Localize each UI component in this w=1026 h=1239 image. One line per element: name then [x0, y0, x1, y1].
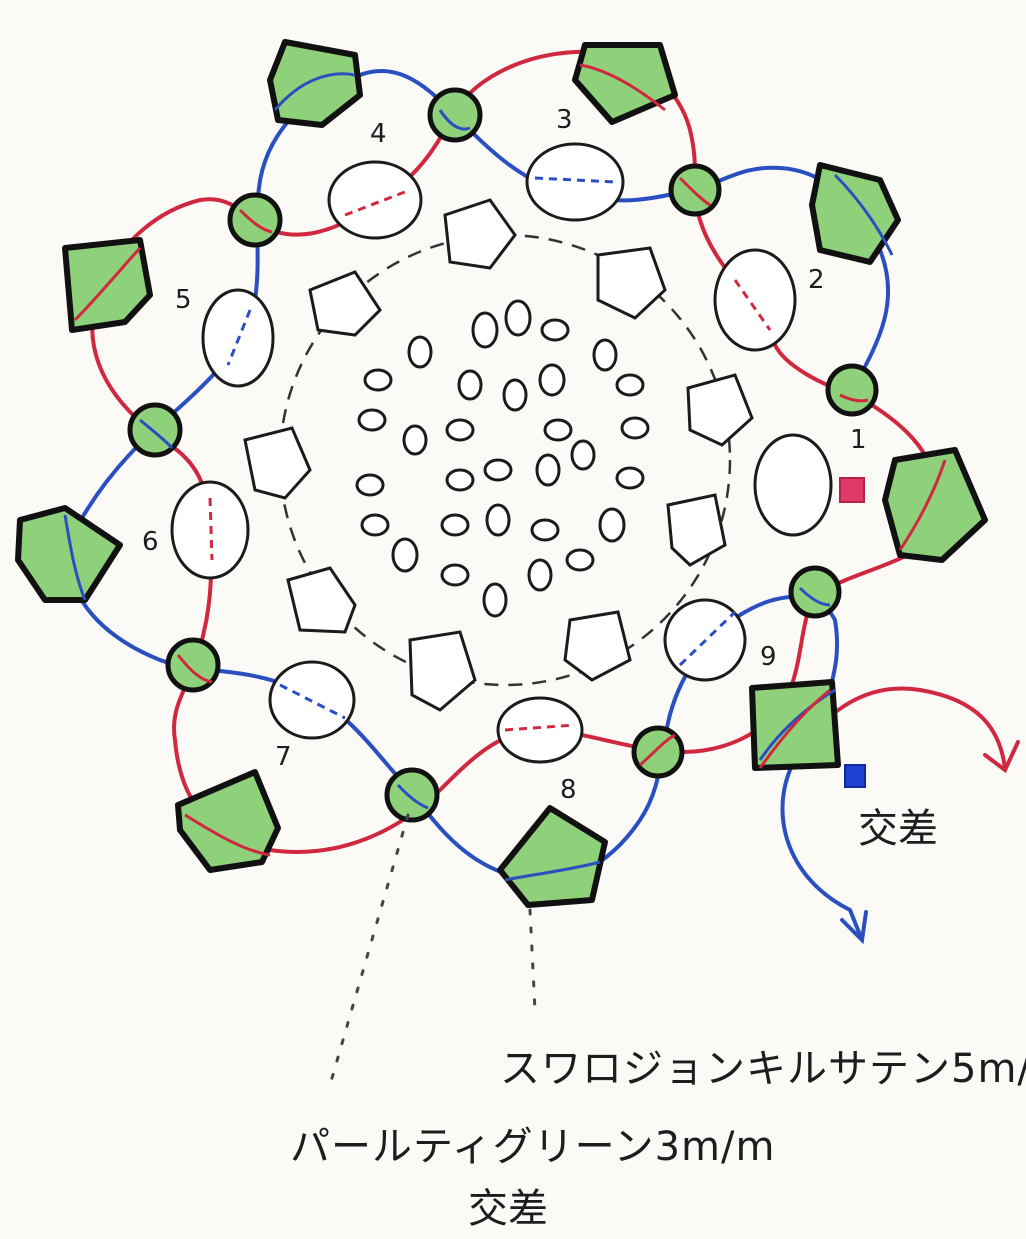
crossing-label: 交差: [858, 806, 938, 852]
crossing-label-bottom: 交差: [468, 1186, 548, 1232]
crystal-bead-4: [329, 162, 421, 238]
seed-bead: [362, 515, 388, 535]
pearl-bead: [230, 195, 280, 245]
seed-bead: [365, 370, 391, 390]
seed-bead: [506, 301, 530, 335]
seed-bead: [542, 320, 568, 340]
green-crystal: [500, 808, 605, 905]
crystal-bead-5: [203, 290, 273, 386]
seed-bead: [532, 520, 558, 540]
crystal-bead-7: [270, 662, 354, 738]
white-bead: [445, 200, 515, 268]
pearl-bead: [387, 770, 437, 820]
leader-line-crystal: [530, 910, 535, 1010]
seed-bead: [442, 515, 468, 535]
pearl-bead: [430, 90, 480, 140]
seed-bead: [447, 420, 473, 440]
number-label: 6: [142, 527, 159, 557]
white-bead: [668, 495, 725, 565]
crystal-bead-1: [755, 435, 864, 535]
number-label: 5: [175, 285, 192, 315]
white-bead: [598, 248, 665, 318]
seed-bead: [484, 584, 506, 616]
leader-line-pearl: [330, 815, 408, 1085]
seed-bead: [540, 365, 564, 395]
leader-lines: [330, 815, 535, 1085]
pearl-bead: [828, 366, 876, 414]
number-label: 8: [560, 775, 577, 805]
crystal-bead-2: [715, 250, 795, 350]
seed-bead: [622, 418, 648, 438]
seed-bead: [617, 468, 643, 488]
blue-thread-exit: [783, 770, 861, 935]
seed-beads: [357, 301, 648, 616]
seed-bead: [409, 337, 431, 367]
seed-bead: [485, 460, 511, 480]
crystal-bead-3: [527, 144, 623, 220]
end-marker-icon: [845, 765, 865, 787]
white-bead: [410, 632, 475, 710]
number-label: 4: [370, 119, 387, 149]
crystal-bead-9: [665, 600, 745, 680]
seed-bead: [447, 470, 473, 490]
seed-bead: [442, 565, 468, 585]
seed-bead: [359, 410, 385, 430]
white-bead: [565, 612, 630, 680]
white-bead: [288, 568, 355, 632]
start-marker-icon: [840, 478, 864, 502]
seed-bead: [504, 380, 526, 410]
seed-bead: [594, 340, 616, 370]
pearl-bead: [791, 568, 839, 616]
seed-bead: [617, 375, 643, 395]
seed-bead: [473, 313, 497, 347]
green-crystal: [270, 42, 360, 125]
seed-bead: [537, 455, 559, 485]
green-crystal: [18, 508, 120, 600]
number-label: 2: [808, 265, 825, 295]
seed-bead: [459, 371, 481, 399]
seed-bead: [487, 505, 509, 535]
crystal-bead-6: [172, 482, 248, 578]
seed-bead: [393, 539, 417, 571]
number-label: 1: [850, 425, 867, 455]
pearl-bead: [671, 166, 719, 214]
pearl-label: パールティグリーン3m/m: [290, 1124, 775, 1170]
crystal-label: スワロジョンキルサテン5m/m: [500, 1046, 1026, 1092]
number-label: 7: [275, 742, 292, 772]
crystal-bead-8: [498, 698, 582, 762]
seed-bead: [529, 560, 551, 590]
number-label: 3: [556, 105, 573, 135]
seed-bead: [567, 550, 593, 570]
seed-bead: [404, 426, 426, 454]
number-label: 9: [760, 642, 777, 672]
green-crystal: [812, 165, 898, 262]
green-crystal: [885, 450, 985, 560]
white-bead: [245, 428, 310, 498]
seed-bead: [572, 441, 594, 469]
seed-bead: [600, 509, 624, 541]
seed-bead: [357, 475, 383, 495]
seed-bead: [545, 420, 571, 440]
white-bead: [688, 375, 752, 445]
